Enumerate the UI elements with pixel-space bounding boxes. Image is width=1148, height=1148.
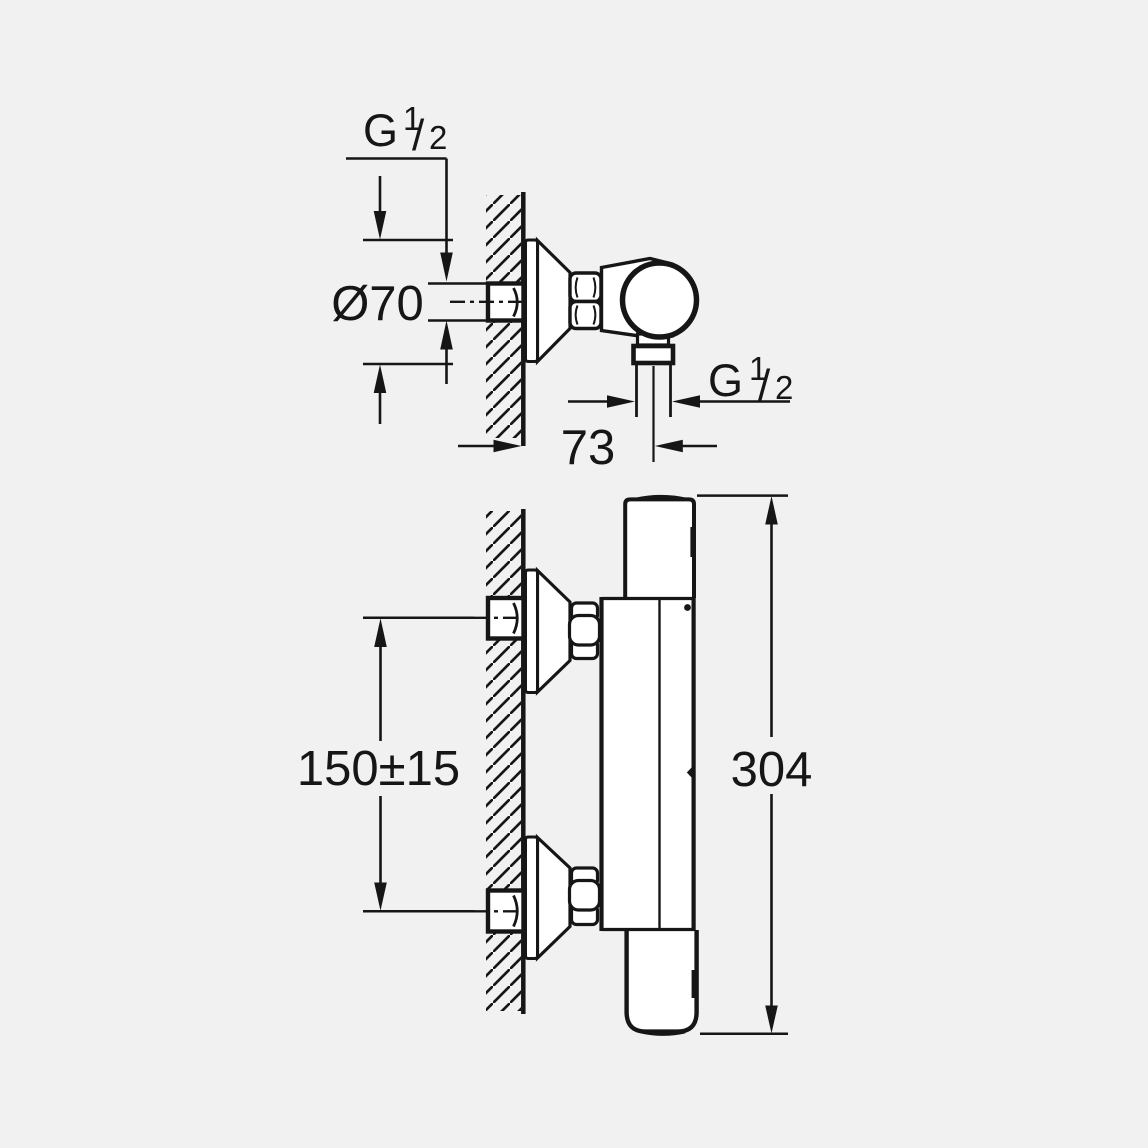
union-hex-nut-lower bbox=[567, 866, 602, 927]
dim-wall-thread: G 1 / 2 bbox=[346, 100, 486, 384]
dim-escutcheon-diameter: Ø70 bbox=[331, 176, 453, 424]
union-hex-nut-upper bbox=[567, 601, 602, 661]
bottom-cap-clip-detail bbox=[691, 970, 697, 998]
top-cap-clip-detail bbox=[690, 527, 696, 557]
label-wall-offset: 73 bbox=[561, 421, 616, 475]
outlet-nut bbox=[631, 343, 676, 366]
arrow-right-icon bbox=[607, 395, 635, 408]
arrow-right-icon bbox=[493, 439, 522, 453]
dim-connection-spacing: 150±15 bbox=[297, 616, 474, 913]
bottom-cap bbox=[624, 930, 699, 1034]
arrow-up-icon bbox=[440, 320, 453, 350]
arrow-up-icon bbox=[373, 364, 387, 393]
arrow-left-icon bbox=[672, 395, 700, 408]
label-connection-spacing: 150±15 bbox=[297, 742, 460, 796]
escutcheon-disc-lower bbox=[524, 835, 539, 960]
escutcheon-disc-upper bbox=[524, 568, 539, 694]
dim-overall-height: 304 bbox=[697, 494, 813, 1036]
thermostat-handle-circle bbox=[619, 260, 700, 340]
union-hex-nut bbox=[568, 271, 603, 331]
arrow-up-icon bbox=[374, 618, 387, 647]
label-escutcheon-diameter: Ø70 bbox=[331, 277, 424, 331]
top-cap-dome bbox=[633, 494, 689, 501]
body-pin-detail bbox=[684, 604, 691, 611]
inlet-square-nut bbox=[450, 281, 526, 323]
top-cap bbox=[623, 497, 696, 598]
escutcheon-disc bbox=[524, 238, 539, 363]
wall-section-front bbox=[486, 509, 526, 1014]
body-marker-detail bbox=[686, 765, 694, 780]
outlet-pipe bbox=[635, 363, 672, 462]
mixer-body bbox=[599, 494, 699, 1036]
wall-hatch bbox=[486, 511, 521, 1011]
inlet-square-nut-lower bbox=[474, 888, 526, 934]
label-thread-outlet: G 1 / 2 bbox=[708, 350, 793, 410]
inlet-square-nut-upper bbox=[474, 595, 526, 641]
dim-outlet-thread: G 1 / 2 bbox=[568, 350, 793, 410]
body-fill bbox=[601, 598, 694, 930]
label-thread-top: G 1 / 2 bbox=[363, 100, 447, 160]
dim-wall-offset: 73 bbox=[458, 421, 717, 475]
bottom-cap-rim bbox=[640, 1029, 686, 1036]
arrow-down-icon bbox=[374, 882, 387, 911]
side-view: G 1 / 2 Ø70 G 1 / 2 bbox=[331, 100, 793, 475]
arrow-left-icon bbox=[654, 439, 683, 453]
arrow-down-icon bbox=[373, 211, 387, 240]
arrow-down-icon bbox=[440, 252, 453, 282]
arrow-up-icon bbox=[765, 496, 778, 525]
arrow-down-icon bbox=[765, 1005, 778, 1034]
front-view: 150±15 304 bbox=[297, 494, 813, 1036]
label-overall-height: 304 bbox=[731, 743, 813, 797]
